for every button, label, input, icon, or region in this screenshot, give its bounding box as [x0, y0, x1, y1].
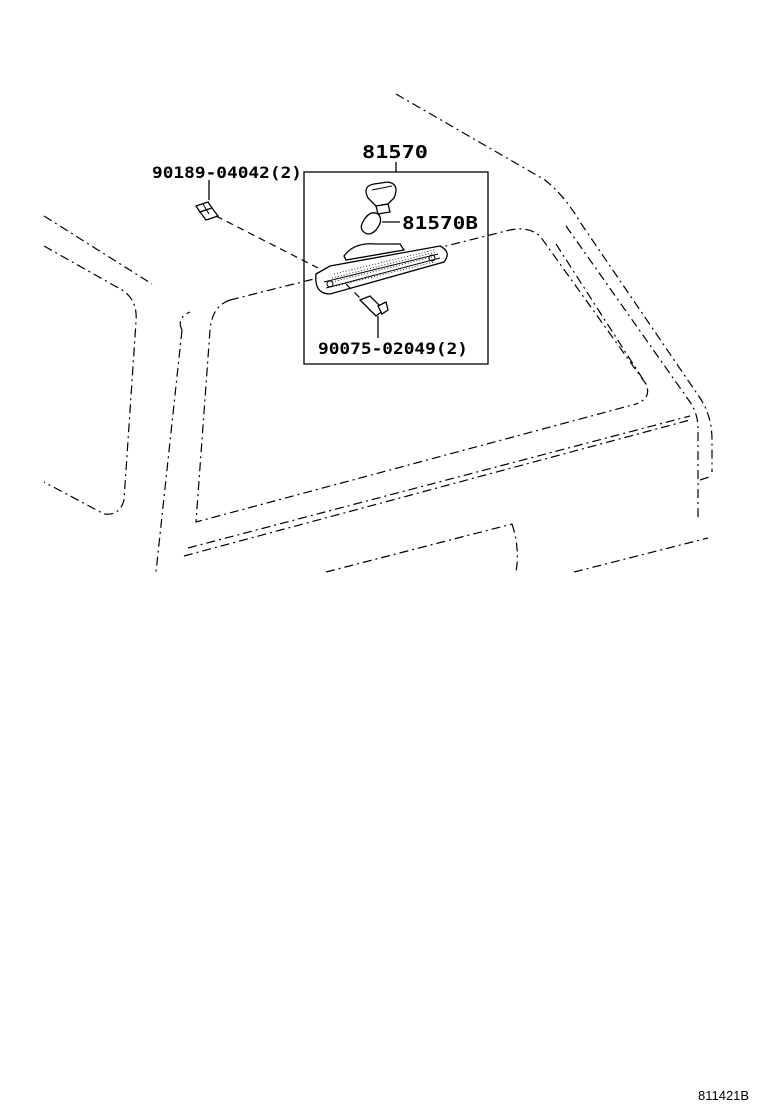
lamp-housing: [315, 243, 448, 295]
bulb-icon: [360, 212, 400, 235]
label-90075-02049: 90075-02049(2): [318, 339, 468, 358]
label-90189-04042: 90189-04042(2): [152, 163, 302, 182]
screw-icon: [345, 283, 389, 338]
label-81570b: 81570B: [402, 213, 478, 234]
label-81570: 81570: [362, 142, 428, 163]
clip-90189: [194, 180, 319, 269]
diagram-code: 811421B: [698, 1088, 749, 1103]
bulb-socket-icon: [365, 181, 397, 215]
vehicle-body-outline: [43, 93, 713, 573]
